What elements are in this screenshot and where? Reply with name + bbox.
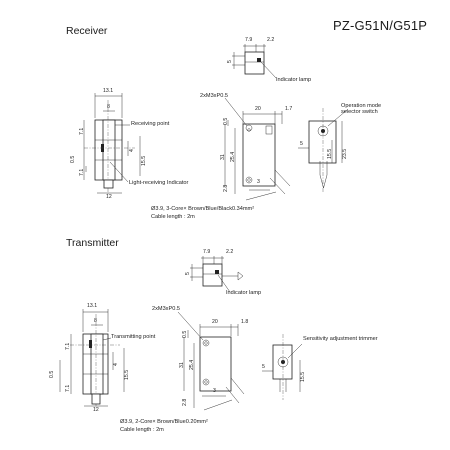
receiver-front-dim-height: 31 — [220, 154, 226, 160]
transmitter-rear-dim-pitch: 15.5 — [300, 371, 306, 382]
transmitter-side-dim-offset: 0.5 — [49, 370, 55, 378]
transmitter-front-dim-hole-pitch: 25.4 — [189, 359, 195, 370]
transmitter-side-dim-depth: 13.1 — [87, 303, 98, 309]
receiver-front-dim-hole-pitch: 25.4 — [230, 151, 236, 162]
transmitter-screw-label: 2xM3xP0.5 — [152, 306, 180, 312]
transmitter-top-dim-lamp: 2.2 — [226, 249, 234, 255]
transmitter-indicator-lamp-label: Indicator lamp — [226, 290, 262, 296]
transmitter-cable-spec: Ø3.9, 2-Core× Brown/Blue0.20mm² — [120, 419, 208, 425]
transmitter-front-dim-lip: 1.8 — [241, 319, 249, 325]
transmitter-front-dim-cable: 3 — [213, 388, 216, 394]
receiver-front-dim-width: 20 — [255, 106, 261, 112]
receiver-rear-dim-offset: 5 — [300, 141, 303, 147]
transmitter-side-dim-bottom: 7.1 — [65, 384, 71, 392]
receiver-cable-spec: Ø3.9, 3-Core× Brown/Blue/Black0.34mm² — [151, 206, 255, 212]
transmitter-side-dim-base: 12 — [93, 407, 99, 413]
light-receiving-indicator-label: Light-receiving Indicator — [129, 180, 189, 186]
receiver-top-dim-width: 7.9 — [245, 37, 253, 43]
transmitter-side-dim-top: 7.1 — [65, 342, 71, 350]
receiver-top-dim-height: 5 — [227, 60, 233, 63]
receiver-front-dim-lip: 1.7 — [285, 106, 293, 112]
transmitter-side-view — [59, 309, 125, 410]
receiver-side-dim-window: 4 — [129, 149, 135, 152]
transmitter-top-view — [190, 256, 244, 293]
receiver-side-dim-base: 12 — [106, 194, 112, 200]
receiver-top-dim-lamp: 2.2 — [267, 37, 275, 43]
transmitter-side-dim-width: 8 — [94, 318, 97, 324]
receiver-side-dim-width: 8 — [107, 104, 110, 110]
receiver-front-view — [224, 97, 291, 201]
receiver-screw-label: 2xM3xP0.5 — [200, 93, 228, 99]
transmitter-front-dim-bottom: 2.8 — [182, 398, 188, 406]
transmitter-front-dim-height: 31 — [179, 362, 185, 368]
transmitter-front-dim-width: 20 — [212, 319, 218, 325]
receiver-front-dim-cable: 3 — [257, 179, 260, 185]
receiver-cable-length: Cable length : 2m — [151, 214, 195, 220]
receiver-side-dim-offset: 0.5 — [70, 155, 76, 163]
operation-mode-selector-label: Operation mode selector switch — [341, 103, 382, 116]
transmitter-top-dim-width: 7.9 — [203, 249, 211, 255]
transmitter-cable-length: Cable length : 2m — [120, 427, 164, 433]
transmitter-top-dim-height: 5 — [185, 272, 191, 275]
receiver-side-dim-pitch: 15.5 — [141, 155, 147, 166]
receiver-front-dim-bottom: 2.8 — [223, 184, 229, 192]
section-title-transmitter: Transmitter — [66, 237, 119, 249]
receiver-side-dim-top: 7.1 — [79, 127, 85, 135]
transmitter-front-view — [177, 311, 245, 411]
transmitter-rear-dim-offset: 5 — [262, 364, 265, 370]
receiver-top-view — [232, 44, 277, 79]
transmitter-front-dim-offset: 0.5 — [182, 330, 188, 338]
transmitting-point-label: Transmitting point — [111, 334, 156, 340]
transmitter-rear-view — [262, 334, 303, 400]
model-title: PZ-G51N/G51P — [333, 18, 428, 33]
receiver-rear-view — [298, 108, 348, 192]
sensitivity-trimmer-label: Sensitivity adjustment trimmer — [303, 336, 378, 342]
receiver-rear-dim-height: 23.5 — [342, 148, 348, 159]
receiver-side-dim-depth: 13.1 — [103, 88, 114, 94]
receiver-side-dim-bottom: 7.1 — [79, 168, 85, 176]
section-title-receiver: Receiver — [66, 25, 108, 37]
receiving-point-label: Receiving point — [131, 121, 170, 127]
receiver-rear-dim-pitch: 15.5 — [327, 148, 333, 159]
receiver-indicator-lamp-label: Indicator lamp — [276, 77, 312, 83]
transmitter-side-dim-window: 4 — [113, 363, 119, 366]
receiver-front-dim-offset: 0.5 — [223, 117, 229, 125]
transmitter-side-dim-pitch: 15.5 — [124, 369, 130, 380]
receiver-side-view — [83, 93, 141, 196]
